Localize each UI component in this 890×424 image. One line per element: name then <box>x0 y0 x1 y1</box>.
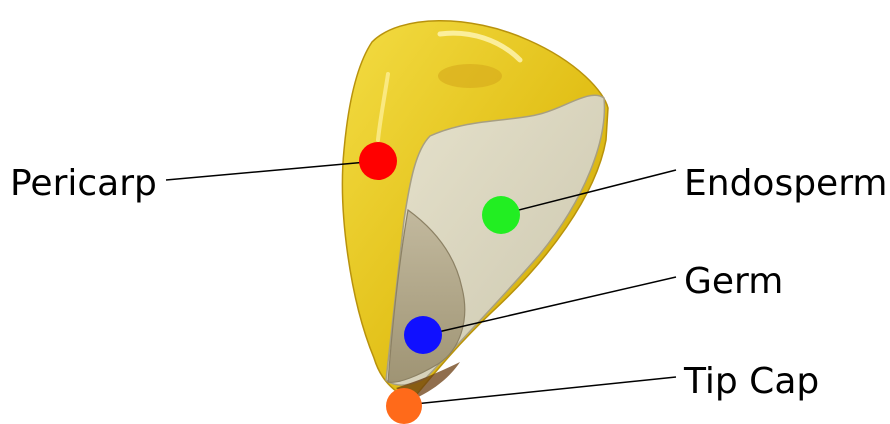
tip-cap-marker <box>386 388 422 424</box>
germ-label: Germ <box>684 264 783 300</box>
tip-cap-label: Tip Cap <box>684 364 819 400</box>
germ-marker <box>404 316 442 354</box>
kernel-dimple <box>438 64 502 88</box>
tip-cap-leader-line <box>405 377 676 405</box>
pericarp-label: Pericarp <box>10 166 157 202</box>
endosperm-label: Endosperm <box>684 166 887 202</box>
pericarp-marker <box>359 142 397 180</box>
endosperm-marker <box>482 196 520 234</box>
